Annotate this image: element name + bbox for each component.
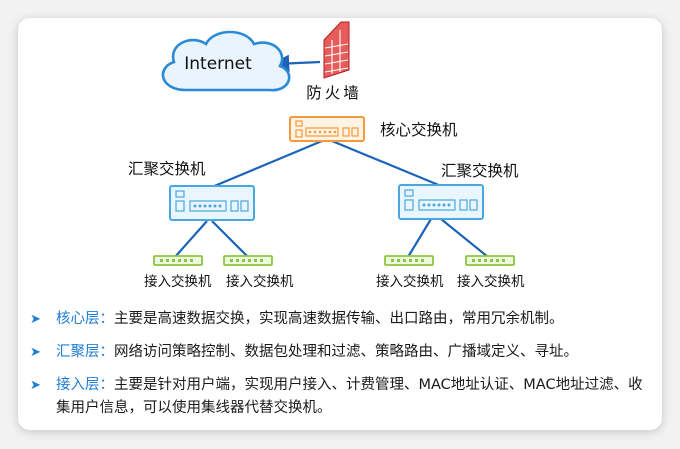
bullet-arrow-icon: ➤ <box>30 378 41 393</box>
link-agg-left-access-1 <box>174 220 208 258</box>
internet-label: Internet <box>184 54 252 74</box>
bullet-text: 主要是高速数据交换，实现高速数据传输、出口路由，常用冗余机制。 <box>114 311 564 327</box>
link-agg-right-access-4 <box>440 218 489 258</box>
bullet-arrow-icon: ➤ <box>30 312 41 327</box>
link-core-agg-right <box>331 139 442 188</box>
link-agg-right-access-3 <box>407 218 432 258</box>
link-core-agg-left <box>211 139 323 189</box>
network-links <box>174 54 489 258</box>
aggregation-switch-left-label: 汇聚交换机 <box>128 160 206 178</box>
bullet-term: 接入层： <box>56 377 114 393</box>
access-switch-4-label: 接入交换机 <box>457 273 525 290</box>
access-switch-1-icon <box>153 255 203 266</box>
bullet-text: 网络访问策略控制、数据包处理和过滤、策略路由、广播域定义、寻址。 <box>114 344 578 360</box>
bullet-text: 主要是针对用户端，实现用户接入、计费管理、MAC地址认证、MAC地址过滤、收集用… <box>56 377 643 416</box>
core-switch-label: 核心交换机 <box>380 121 458 139</box>
firewall-icon: 防火墙 <box>306 21 362 102</box>
access-switch-4-icon <box>465 255 515 266</box>
bullet-core-layer: ➤ 核心层：主要是高速数据交换，实现高速数据传输、出口路由，常用冗余机制。 <box>30 308 655 331</box>
aggregation-switch-right-label: 汇聚交换机 <box>441 162 519 180</box>
bullet-term: 汇聚层： <box>56 344 114 360</box>
firewall-label: 防火墙 <box>306 84 362 102</box>
bullet-arrow-icon: ➤ <box>30 345 41 360</box>
access-switch-1-label: 接入交换机 <box>144 273 212 290</box>
access-switch-3-icon <box>384 255 434 266</box>
access-switch-2-label: 接入交换机 <box>226 273 294 290</box>
link-agg-left-access-2 <box>211 220 249 258</box>
aggregation-switch-left-icon: 汇聚交换机 <box>128 160 255 221</box>
link-firewall-internet <box>271 54 321 73</box>
bullet-term: 核心层： <box>56 311 114 327</box>
bullet-access-layer: ➤ 接入层：主要是针对用户端，实现用户接入、计费管理、MAC地址认证、MAC地址… <box>30 374 655 420</box>
access-switch-3-label: 接入交换机 <box>376 273 444 290</box>
content-card <box>18 18 662 430</box>
layer-description-list: ➤ 核心层：主要是高速数据交换，实现高速数据传输、出口路由，常用冗余机制。 ➤ … <box>30 308 655 430</box>
internet-cloud-icon: Internet <box>161 30 291 92</box>
aggregation-switch-right-icon: 汇聚交换机 <box>398 162 519 220</box>
access-switch-2-icon <box>223 255 273 266</box>
core-switch-icon: 核心交换机 <box>289 116 458 142</box>
bullet-aggregation-layer: ➤ 汇聚层：网络访问策略控制、数据包处理和过滤、策略路由、广播域定义、寻址。 <box>30 341 655 364</box>
